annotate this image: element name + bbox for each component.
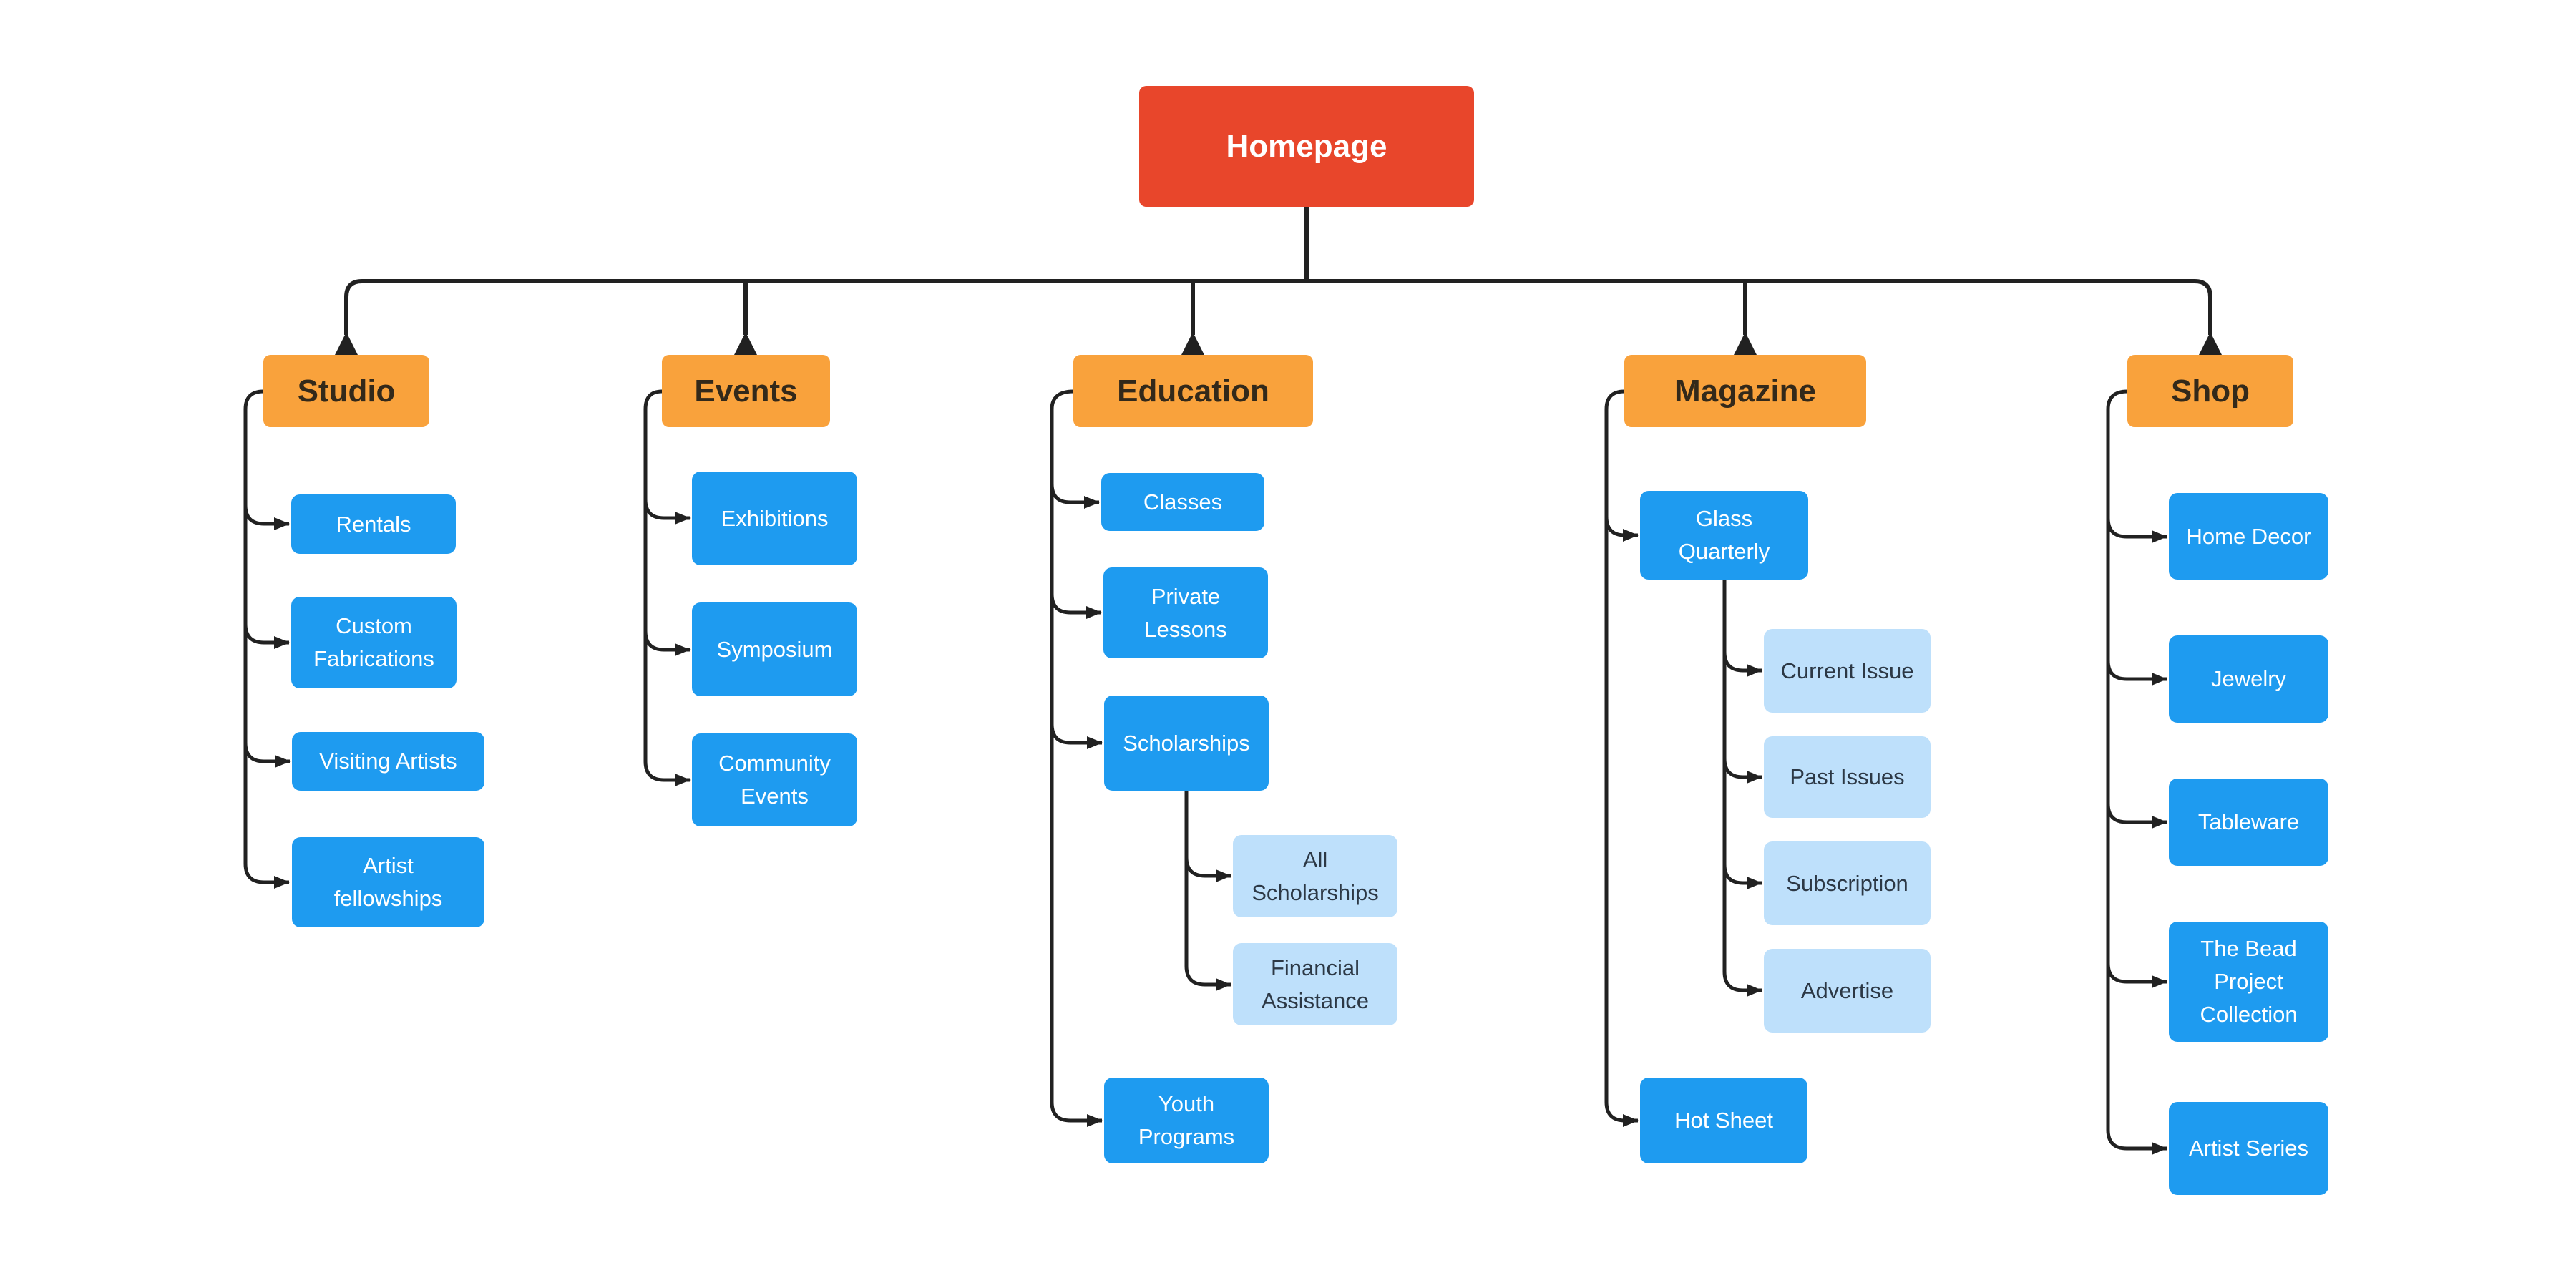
connector-elbow-rentals xyxy=(243,504,290,530)
connector-elbow-symposium xyxy=(643,630,691,656)
node-exhibitions[interactable]: Exhibitions xyxy=(692,472,857,565)
connector-spine-events xyxy=(643,389,691,786)
node-financial-assistance[interactable]: Financial Assistance xyxy=(1233,943,1397,1025)
connector-elbow-tableware xyxy=(2106,803,2167,829)
connector-elbow-scholarships xyxy=(1050,723,1103,749)
node-custom-fabrications[interactable]: Custom Fabrications xyxy=(291,597,457,688)
node-tableware[interactable]: Tableware xyxy=(2169,779,2328,866)
node-artist-fellowships[interactable]: Artist fellowships xyxy=(292,837,484,927)
connector-trunk xyxy=(344,279,2212,335)
node-events[interactable]: Events xyxy=(662,355,830,427)
triangle-education xyxy=(1181,332,1205,356)
node-all-scholarships[interactable]: All Scholarships xyxy=(1233,835,1397,917)
connector-elbow-private-lessons xyxy=(1050,593,1102,619)
node-youth-programs[interactable]: Youth Programs xyxy=(1104,1078,1269,1163)
node-jewelry[interactable]: Jewelry xyxy=(2169,635,2328,723)
connector-elbow-exhibitions xyxy=(643,499,691,525)
connector-elbow-custom-fabrications xyxy=(243,623,290,649)
node-current-issue[interactable]: Current Issue xyxy=(1764,629,1931,713)
connector-elbow-current-issue xyxy=(1722,651,1762,677)
node-symposium[interactable]: Symposium xyxy=(692,602,857,696)
connector-spine-education xyxy=(1050,389,1103,1127)
connector-spine-magazine xyxy=(1604,389,1639,1127)
node-scholarships[interactable]: Scholarships xyxy=(1104,696,1269,791)
node-hot-sheet[interactable]: Hot Sheet xyxy=(1640,1078,1807,1163)
node-artist-series[interactable]: Artist Series xyxy=(2169,1102,2328,1195)
node-private-lessons[interactable]: Private Lessons xyxy=(1103,567,1268,658)
node-rentals[interactable]: Rentals xyxy=(291,494,456,554)
node-shop[interactable]: Shop xyxy=(2127,355,2293,427)
connector-subspine-scholarships xyxy=(1184,791,1231,991)
node-bead-project-collection[interactable]: The Bead Project Collection xyxy=(2169,922,2328,1042)
connector-elbow-visiting-artists xyxy=(243,742,291,768)
triangle-events xyxy=(733,332,758,356)
node-home-decor[interactable]: Home Decor xyxy=(2169,493,2328,580)
connector-elbow-classes xyxy=(1050,483,1100,509)
connector-subspine-glass-quarterly xyxy=(1722,580,1762,997)
node-advertise[interactable]: Advertise xyxy=(1764,949,1931,1033)
node-community-events[interactable]: Community Events xyxy=(692,733,857,826)
connector-elbow-glass-quarterly xyxy=(1604,516,1639,542)
node-classes[interactable]: Classes xyxy=(1101,473,1264,531)
triangle-magazine xyxy=(1733,332,1757,356)
node-homepage[interactable]: Homepage xyxy=(1139,86,1474,207)
node-magazine[interactable]: Magazine xyxy=(1624,355,1866,427)
connector-spine-studio xyxy=(243,389,290,889)
connector-elbow-subscription xyxy=(1722,864,1762,889)
connector-elbow-home-decor xyxy=(2106,517,2167,543)
node-studio[interactable]: Studio xyxy=(263,355,429,427)
connector-elbow-jewelry xyxy=(2106,660,2167,686)
connector-elbow-all-scholarships xyxy=(1184,857,1231,882)
node-past-issues[interactable]: Past Issues xyxy=(1764,736,1931,818)
triangle-shop xyxy=(2198,332,2223,356)
connector-spine-shop xyxy=(2106,389,2167,1155)
node-visiting-artists[interactable]: Visiting Artists xyxy=(292,732,484,791)
node-education[interactable]: Education xyxy=(1073,355,1313,427)
triangle-studio xyxy=(334,332,358,356)
node-subscription[interactable]: Subscription xyxy=(1764,841,1931,925)
connector-elbow-bead-project xyxy=(2106,962,2167,988)
connector-elbow-past-issues xyxy=(1722,758,1762,784)
node-glass-quarterly[interactable]: Glass Quarterly xyxy=(1640,491,1808,580)
